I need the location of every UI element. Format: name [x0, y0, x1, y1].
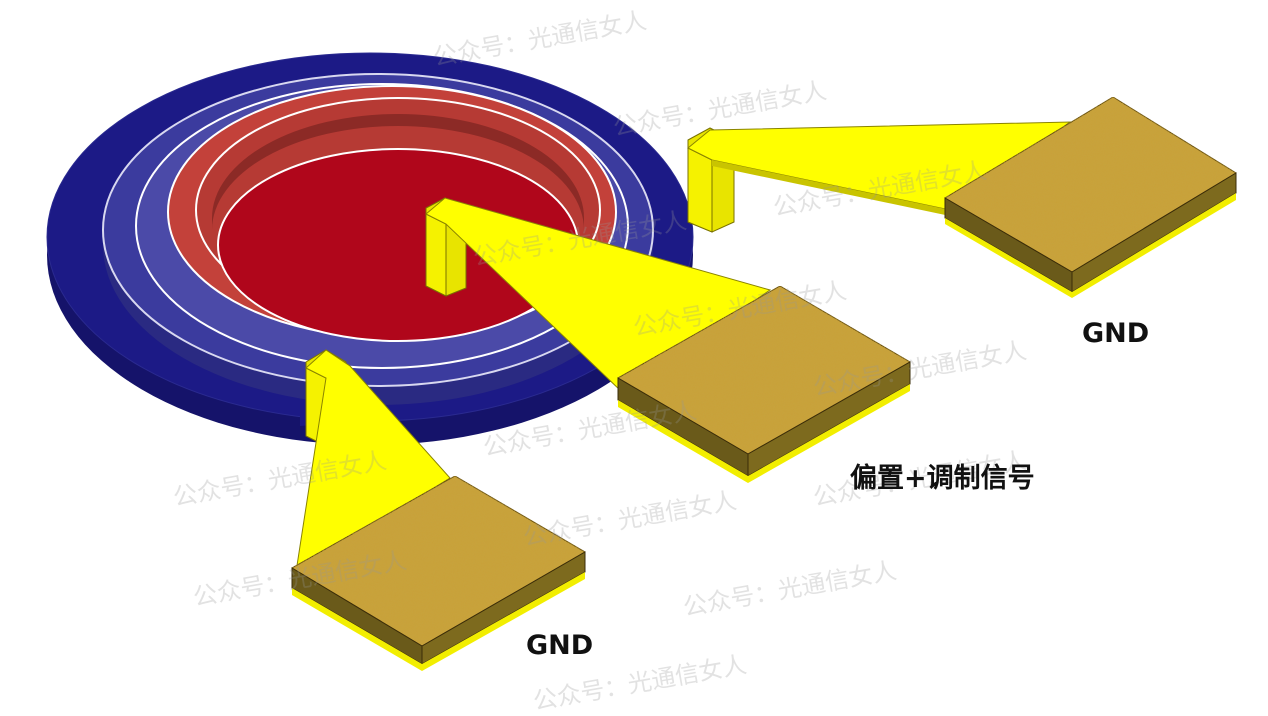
gnd-right-label: GND [1082, 318, 1150, 349]
gnd-left-label: GND [526, 630, 594, 661]
bias-modulation-label: 偏置+调制信号 [850, 463, 1035, 494]
gnd-right-connection [687, 96, 1237, 298]
gnd-right-trace-edge [712, 160, 950, 216]
gnd-left-connection [291, 349, 586, 671]
bias-post-front [425, 213, 447, 297]
gnd-left-trace [295, 349, 451, 573]
bias-connection [425, 197, 912, 483]
gnd-right-post-front [687, 147, 713, 233]
